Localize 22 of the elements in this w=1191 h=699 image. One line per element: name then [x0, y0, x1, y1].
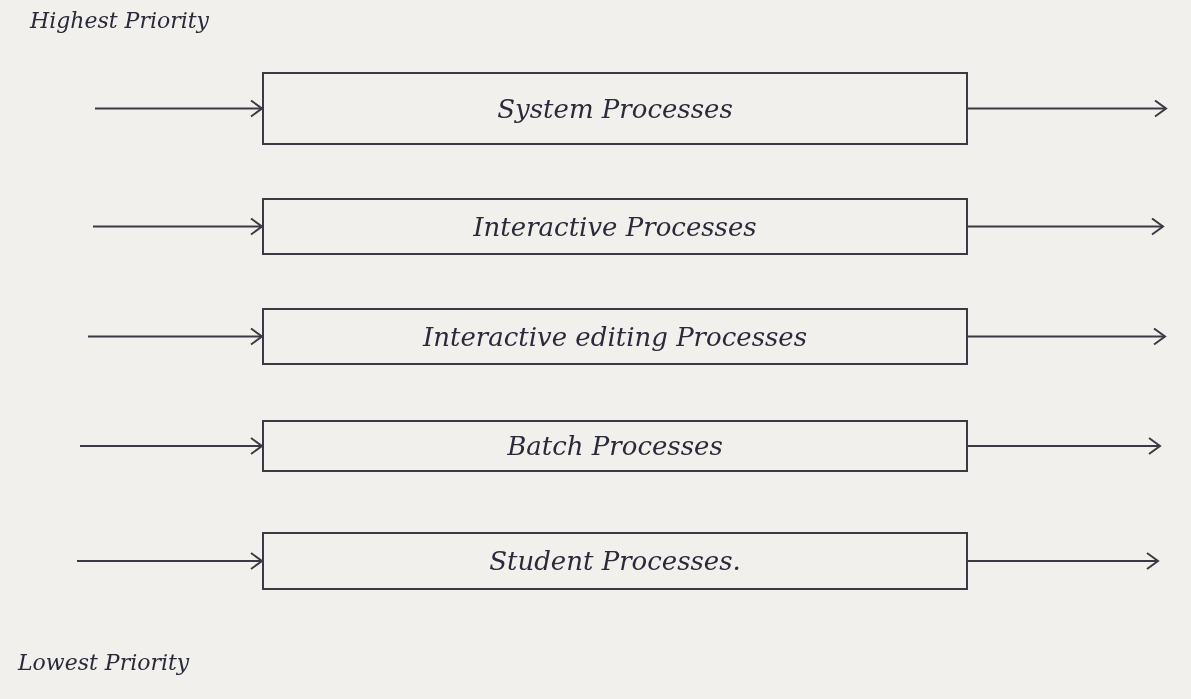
arrow	[76, 552, 263, 570]
process-box	[262, 532, 968, 590]
arrow	[967, 327, 1166, 346]
process-box	[262, 420, 968, 472]
process-box	[262, 198, 968, 255]
process-label: Interactive editing Processes	[422, 321, 808, 352]
process-label: Batch Processes	[507, 431, 723, 461]
process-box	[262, 72, 968, 145]
process-label: Interactive Processes	[473, 211, 757, 242]
arrow	[967, 99, 1167, 118]
process-label: Student Processes.	[489, 546, 741, 576]
process-box	[262, 308, 968, 365]
arrow	[87, 327, 263, 346]
arrow	[967, 437, 1161, 455]
arrow	[967, 552, 1159, 570]
arrow	[94, 99, 263, 118]
arrow	[92, 217, 263, 236]
priority-label: Lowest Priority	[18, 650, 190, 675]
arrow	[967, 217, 1164, 236]
arrow	[79, 437, 263, 455]
process-label: System Processes	[497, 93, 733, 124]
priority-label: Highest Priority	[30, 8, 211, 35]
